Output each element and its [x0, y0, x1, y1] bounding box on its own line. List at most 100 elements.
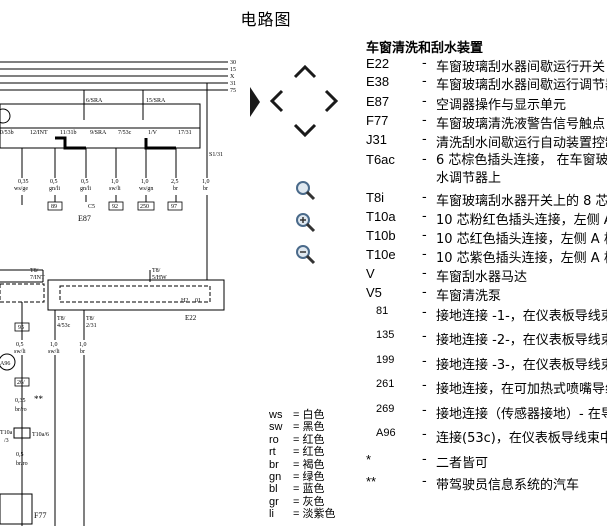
legend-equals: = — [293, 508, 303, 521]
navigation-controls — [240, 55, 350, 345]
component-description: 带驾驶员信息系统的汽车 — [436, 478, 580, 493]
component-dash: - — [422, 266, 427, 281]
connection-label-a96: A96 — [0, 361, 10, 367]
wire-color: br/ro — [15, 407, 27, 413]
pan-right-button[interactable] — [322, 89, 342, 117]
legend-equals: = — [293, 446, 303, 459]
wire-gauge: 0,5 — [16, 342, 24, 348]
box-label: 97 — [171, 204, 177, 210]
component-description: 清洗刮水间歇运行自动装置控制单元 — [436, 136, 607, 151]
collapse-panel-button[interactable] — [250, 87, 260, 121]
legend-row: li= 淡紫色 — [269, 508, 335, 520]
connector-label: T8/2/31 — [86, 316, 97, 329]
component-label-e87: E87 — [78, 214, 91, 223]
component-code: 81 — [376, 305, 389, 317]
component-code: E87 — [366, 94, 390, 109]
component-description: 车窗玻璃刮水器开关上的 8 芯插头连接 — [436, 194, 607, 209]
zoom-fit-button[interactable] — [294, 179, 316, 205]
wire-gauge: 1,0 — [141, 179, 149, 185]
pan-left-button[interactable] — [266, 89, 286, 117]
component-dash: - — [422, 74, 427, 89]
component-dash: - — [422, 403, 427, 418]
component-dash: - — [422, 305, 427, 320]
legend-row: gn= 绿色 — [269, 471, 335, 483]
wire-gauge: 0,5 — [50, 179, 58, 185]
legend-abbr: gr — [269, 495, 279, 508]
wire-color: gn/li — [49, 186, 60, 192]
component-code: * — [366, 452, 372, 467]
wire-color: br — [80, 349, 85, 355]
box-label: 95 — [18, 325, 24, 331]
component-dash: - — [422, 152, 427, 167]
double-star-note: ** — [34, 394, 44, 404]
wire-color: ws/gn — [139, 186, 153, 192]
component-dash: - — [422, 354, 427, 369]
component-dash: - — [422, 132, 427, 147]
pin-label: 0/53b — [0, 130, 14, 136]
magnifier-icon — [296, 181, 316, 201]
component-dash: - — [422, 427, 427, 442]
component-code: J31 — [366, 132, 387, 147]
component-code: A96 — [376, 427, 396, 439]
legend-abbr: ro — [269, 433, 279, 446]
legend-name: 白色 — [302, 409, 325, 421]
component-dash: - — [422, 113, 427, 128]
zoom-out-button[interactable] — [294, 243, 316, 269]
wire-color: gn/li — [80, 186, 91, 192]
legend-equals: = — [293, 421, 303, 434]
wire-color: sw/li — [109, 186, 121, 192]
wire-gauge: 0,35 — [18, 179, 29, 185]
component-code: 261 — [376, 378, 395, 390]
legend-name: 绿色 — [302, 471, 325, 484]
box-label: 250 — [140, 204, 149, 210]
pan-down-button[interactable] — [293, 121, 317, 145]
component-code: V — [366, 266, 375, 281]
pin-label: S1/31 — [209, 152, 223, 158]
legend-equals: = — [293, 409, 303, 421]
legend-abbr: br — [269, 458, 279, 471]
component-description: 接地连接 -2-，在仪表板导线束中 — [436, 333, 607, 348]
bus-label: 15 — [230, 67, 236, 73]
bus-label: 31 — [230, 81, 236, 87]
wire-color: br — [173, 186, 178, 192]
legend-row: ws= 白色 — [269, 409, 335, 421]
zoom-in-button[interactable] — [294, 211, 316, 237]
component-description: 二者皆可 — [436, 456, 489, 471]
wire-gauge: 1,0 — [202, 179, 210, 185]
connector-label: T8/7/INT — [30, 268, 45, 281]
bus-label: 75 — [230, 88, 236, 94]
chevron-up-icon — [293, 64, 317, 79]
page-title: 电路图 — [240, 10, 292, 29]
component-dash: - — [422, 228, 427, 243]
component-description: 接地连接 -1-，在仪表板导线束中 — [436, 309, 607, 324]
legend-row: gr= 灰色 — [269, 496, 335, 508]
component-list-title: 车窗清洗和刮水装置 — [366, 41, 484, 56]
triangle-right-icon — [250, 87, 260, 117]
fuse-label: 6/SRA — [86, 98, 103, 104]
wire-color: sw/li — [14, 349, 26, 355]
pin-label: 12/INT — [30, 130, 48, 136]
pin-label: 11/31b — [60, 130, 76, 136]
box-label: 89 — [51, 204, 57, 210]
wire-gauge: 0,5 — [16, 452, 24, 458]
component-code: F77 — [366, 113, 389, 128]
legend-name: 黑色 — [302, 421, 325, 434]
pan-up-button[interactable] — [293, 61, 317, 85]
component-label-f77: F77 — [34, 511, 46, 520]
component-code: T8i — [366, 190, 385, 205]
wire-gauge: 0,5 — [81, 179, 89, 185]
component-code: T6ac — [366, 152, 395, 167]
pin-label: 9/SRA — [90, 130, 107, 136]
component-code: E38 — [366, 74, 390, 89]
component-dash: - — [422, 474, 427, 489]
legend-name: 蓝色 — [302, 483, 325, 496]
wire-gauge: 1,0 — [111, 179, 119, 185]
connector-label: T8/5/HW — [152, 268, 167, 281]
component-code: 269 — [376, 403, 395, 415]
legend-equals: = — [293, 433, 303, 446]
legend-abbr: rt — [269, 446, 276, 459]
chevron-left-icon — [269, 89, 284, 113]
component-dash: - — [422, 247, 427, 262]
legend-abbr: li — [269, 508, 274, 521]
connector-label: T10a — [0, 430, 13, 436]
